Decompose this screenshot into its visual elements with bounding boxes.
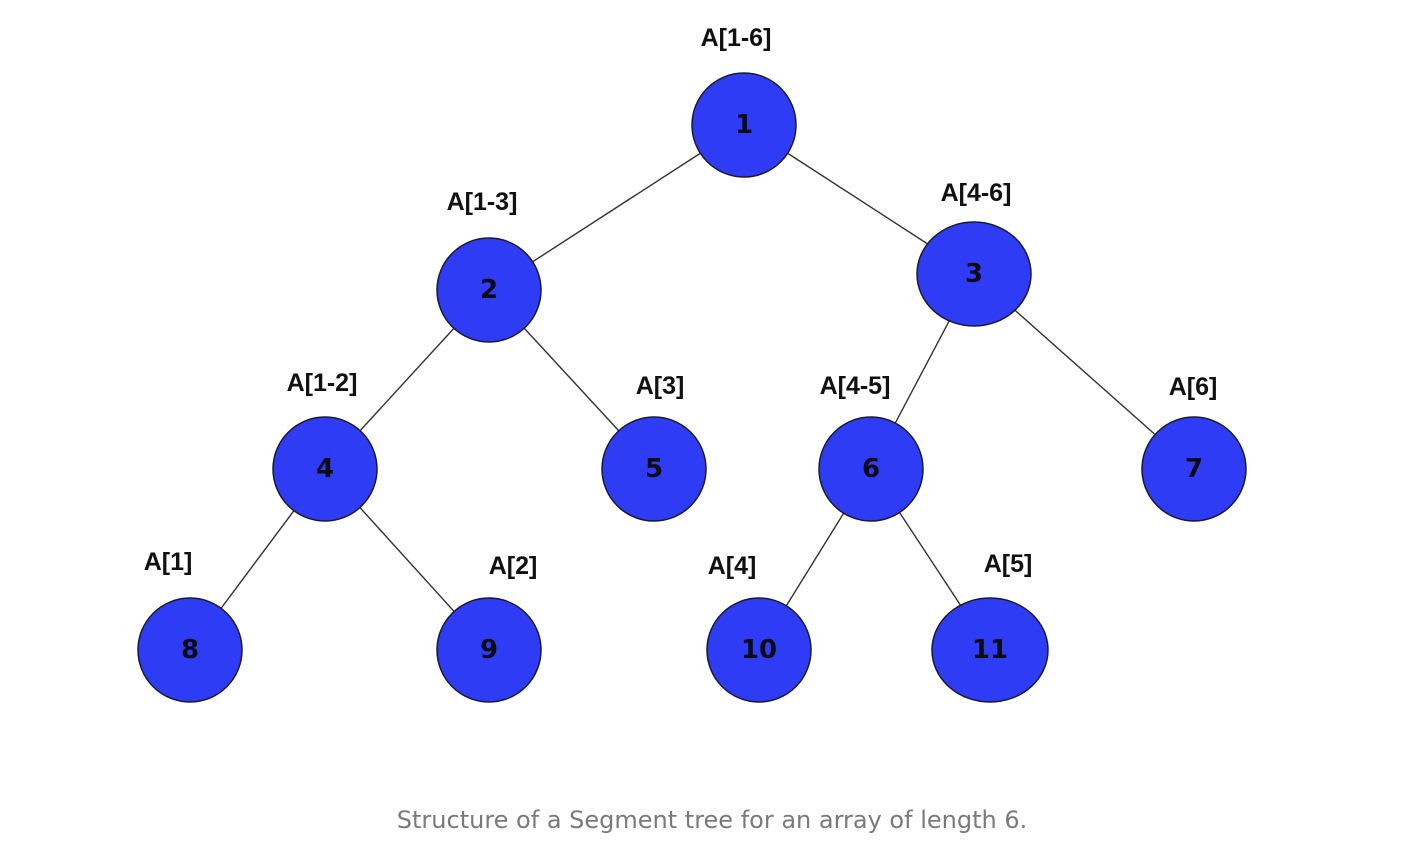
node-id-label: 6 (862, 454, 880, 484)
edge-6-10 (785, 512, 845, 607)
edge-1-3 (787, 152, 928, 245)
edge-3-6 (894, 320, 950, 424)
tree-node-1: 1 (691, 72, 797, 178)
node-id-label: 7 (1185, 454, 1203, 484)
tree-node-7: 7 (1141, 416, 1247, 522)
figure-caption: Structure of a Segment tree for an array… (396, 806, 1028, 834)
node-circle (272, 416, 378, 522)
range-label-node-11: A[5] (984, 550, 1033, 578)
range-label-node-8: A[1] (144, 548, 193, 576)
range-label-node-1: A[1-6] (701, 24, 772, 52)
edge-3-7 (1014, 309, 1156, 436)
range-label-node-7: A[6] (1169, 373, 1218, 401)
tree-node-6: 6 (818, 416, 924, 522)
node-circle (706, 597, 812, 703)
node-id-label: 11 (972, 635, 1008, 665)
tree-node-3: 3 (916, 221, 1032, 327)
tree-node-10: 10 (706, 597, 812, 703)
range-label-node-5: A[3] (636, 372, 685, 400)
edge-4-9 (359, 507, 455, 612)
node-circle (691, 72, 797, 178)
node-id-label: 8 (181, 635, 199, 665)
range-label-node-3: A[4-6] (941, 179, 1012, 207)
tree-node-2: 2 (436, 237, 542, 343)
node-id-label: 9 (480, 635, 498, 665)
node-id-label: 1 (735, 110, 753, 140)
tree-node-11: 11 (931, 597, 1049, 703)
node-id-label: 2 (480, 275, 498, 305)
range-label-node-2: A[1-3] (447, 188, 518, 216)
node-id-label: 4 (316, 454, 334, 484)
node-id-label: 10 (741, 635, 777, 665)
edge-4-8 (220, 510, 295, 609)
node-circle (137, 597, 243, 703)
range-label-node-4: A[1-2] (287, 369, 358, 397)
range-label-node-10: A[4] (708, 552, 757, 580)
tree-node-9: 9 (436, 597, 542, 703)
edge-2-4 (359, 327, 455, 432)
node-id-label: 5 (645, 454, 663, 484)
edge-2-5 (523, 327, 620, 432)
node-circle (436, 237, 542, 343)
tree-edges (220, 152, 1156, 612)
range-label-node-9: A[2] (489, 552, 538, 580)
node-circle (931, 597, 1049, 703)
range-labels: A[1-6] A[1-3] A[4-6] A[1-2] A[3] A[4-5] A[6] A[… (144, 24, 1218, 580)
tree-node-4: 4 (272, 416, 378, 522)
tree-node-5: 5 (601, 416, 707, 522)
tree-nodes: 1 2 3 4 5 6 7 8 9 10 11 (137, 72, 1247, 703)
node-circle (436, 597, 542, 703)
node-circle (1141, 416, 1247, 522)
edge-6-11 (898, 512, 962, 606)
node-circle (916, 221, 1032, 327)
node-id-label: 3 (965, 259, 983, 289)
node-circle (818, 416, 924, 522)
tree-node-8: 8 (137, 597, 243, 703)
node-circle (601, 416, 707, 522)
range-label-node-6: A[4-5] (820, 372, 891, 400)
edge-1-2 (532, 152, 701, 263)
